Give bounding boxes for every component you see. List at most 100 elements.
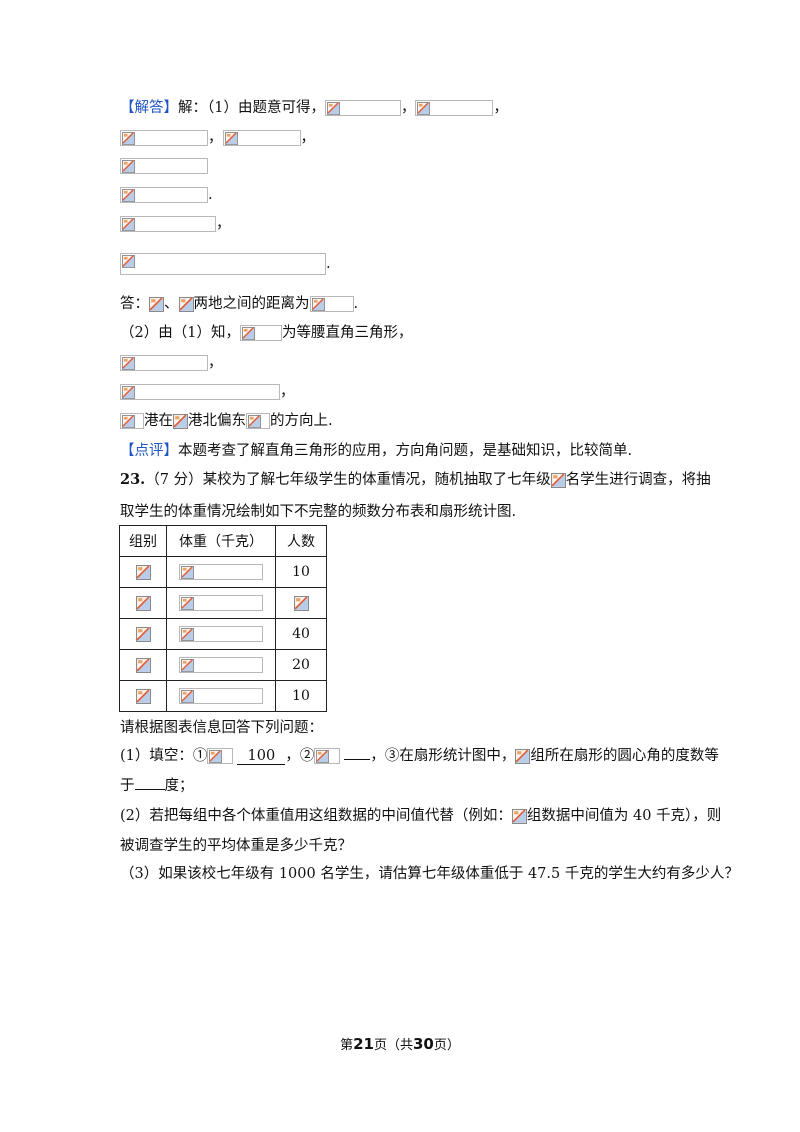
broken-image-icon	[136, 627, 151, 642]
q23-sub2: (2）若把每组中各个体重值用这组数据的中间值代替（例如： 组数据中间值为 40 千…	[120, 806, 721, 826]
footer-page: 21	[353, 1035, 374, 1053]
broken-image-icon	[179, 297, 194, 312]
broken-image-icon	[239, 325, 282, 341]
comma: ，	[208, 130, 223, 146]
solution-tag: 【解答】	[120, 100, 178, 116]
table-row: 10	[119, 680, 327, 712]
q23-sub3: （3）如果该校七年级有 1000 名学生，请估算七年级体重低于 47.5 千克的…	[120, 866, 739, 882]
solution-line-2: ，，	[120, 128, 315, 148]
page-footer: 第21页（共30页）	[0, 1034, 800, 1056]
period: .	[326, 256, 331, 272]
broken-image-icon	[294, 596, 309, 611]
broken-image-icon	[551, 473, 566, 488]
broken-image-icon	[222, 130, 301, 146]
solution-line-3	[120, 156, 208, 176]
solution-direction: 港在港北偏东的方向上.	[120, 411, 333, 431]
frequency-table: 组别 体重（千克） 人数 10 40 20 10	[119, 525, 327, 712]
s2-a: (2）若把每组中各个体重值用这组数据的中间值代替（例如：	[120, 808, 512, 824]
q23-number: 23.	[120, 471, 146, 488]
q23-sub2-line2: 被调查学生的平均体重是多少千克？	[120, 838, 352, 854]
broken-image-icon	[246, 413, 270, 429]
broken-image-icon	[314, 748, 341, 764]
answer-prefix: 答：	[120, 296, 149, 312]
broken-image-icon	[136, 565, 151, 580]
broken-image-icon	[415, 100, 494, 116]
dir-c: 的方向上.	[270, 413, 333, 429]
header-group: 组别	[119, 525, 167, 557]
q23-intro-line2: 取学生的体重情况绘制如下不完整的频数分布表和扇形统计图.	[120, 504, 517, 520]
count-cell: 20	[275, 649, 327, 681]
comma: ，	[208, 355, 223, 371]
broken-image-icon	[179, 626, 263, 642]
part2-tail: 为等腰直角三角形，	[281, 325, 413, 341]
solution-line-6: .	[120, 253, 331, 275]
solution-part2-line3: ，	[120, 382, 295, 402]
broken-image-icon	[173, 414, 188, 429]
s1-line2-a: 于	[120, 778, 135, 794]
review-tag: 【点评】	[120, 443, 178, 459]
broken-image-icon	[179, 657, 263, 673]
solution-line-5: ，	[120, 214, 231, 234]
comma: ，	[493, 100, 508, 116]
blank-1: 100	[237, 748, 286, 765]
broken-image-icon	[179, 688, 263, 704]
solution-answer: 答： 、两地之间的距离为.	[120, 294, 358, 314]
count-cell: 40	[275, 618, 327, 650]
review: 【点评】本题考查了解直角三角形的应用，方向角问题，是基础知识，比较简单.	[120, 441, 632, 461]
broken-image-icon	[120, 187, 208, 203]
broken-image-icon	[136, 658, 151, 673]
dir-a: 港在	[144, 413, 173, 429]
broken-image-icon	[512, 809, 527, 824]
broken-image-icon	[120, 130, 208, 146]
s2-b: 组数据中间值为 40 千克），则	[526, 808, 722, 824]
broken-image-icon	[120, 216, 216, 232]
blank-3	[134, 789, 165, 790]
table-row: 20	[119, 649, 327, 681]
review-text: 本题考查了解直角三角形的应用，方向角问题，是基础知识，比较简单.	[178, 443, 633, 459]
header-weight: 体重（千克）	[166, 525, 276, 557]
broken-image-icon	[179, 564, 263, 580]
footer-pre: 第	[340, 1038, 354, 1053]
q23-prompt: 请根据图表信息回答下列问题：	[120, 720, 323, 736]
broken-image-icon	[120, 384, 280, 400]
part2-text: （2）由（1）知，	[120, 325, 240, 341]
blank-2	[344, 759, 371, 760]
solution-line1-text: 解：（1）由题意可得，	[178, 100, 325, 116]
answer-mid: 两地之间的距离为	[193, 296, 310, 312]
solution-part2: （2）由（1）知， 为等腰直角三角形，	[120, 323, 412, 343]
footer-total: 30	[413, 1035, 434, 1053]
broken-image-icon	[120, 253, 326, 275]
broken-image-icon	[120, 355, 208, 371]
solution-part2-line2: ，	[120, 353, 223, 373]
q23-sub1-line2: 于 度；	[120, 776, 194, 796]
q23-intro-b: 名学生进行调查，将抽	[565, 472, 711, 488]
solution-line-4: .	[120, 185, 213, 205]
table-header-row: 组别 体重（千克） 人数	[119, 525, 327, 557]
broken-image-icon	[120, 158, 208, 174]
broken-image-icon	[136, 596, 151, 611]
comma: ，	[216, 216, 231, 232]
comma: ，	[400, 100, 416, 116]
s1-a: (1）填空：①	[120, 748, 208, 764]
s1-b: ，②	[285, 748, 315, 764]
broken-image-icon	[324, 100, 401, 116]
count-cell: 10	[275, 680, 327, 712]
s1-c: ，③在扇形统计图中，	[370, 748, 516, 764]
count-cell: 10	[275, 556, 327, 588]
broken-image-icon	[149, 297, 164, 312]
footer-mid: 页（共	[373, 1038, 413, 1053]
period: .	[208, 187, 213, 203]
comma: ，	[280, 384, 295, 400]
period: .	[353, 296, 359, 312]
q23-points: （7 分）	[145, 472, 203, 488]
broken-image-icon	[207, 748, 234, 764]
broken-image-icon	[179, 595, 263, 611]
table-row: 10	[119, 556, 327, 588]
broken-image-icon	[515, 749, 530, 764]
broken-image-icon	[309, 296, 354, 312]
broken-image-icon	[136, 689, 151, 704]
header-count: 人数	[275, 525, 327, 557]
answer-sep: 、	[164, 296, 179, 312]
s1-line2-b: 度；	[164, 778, 194, 794]
